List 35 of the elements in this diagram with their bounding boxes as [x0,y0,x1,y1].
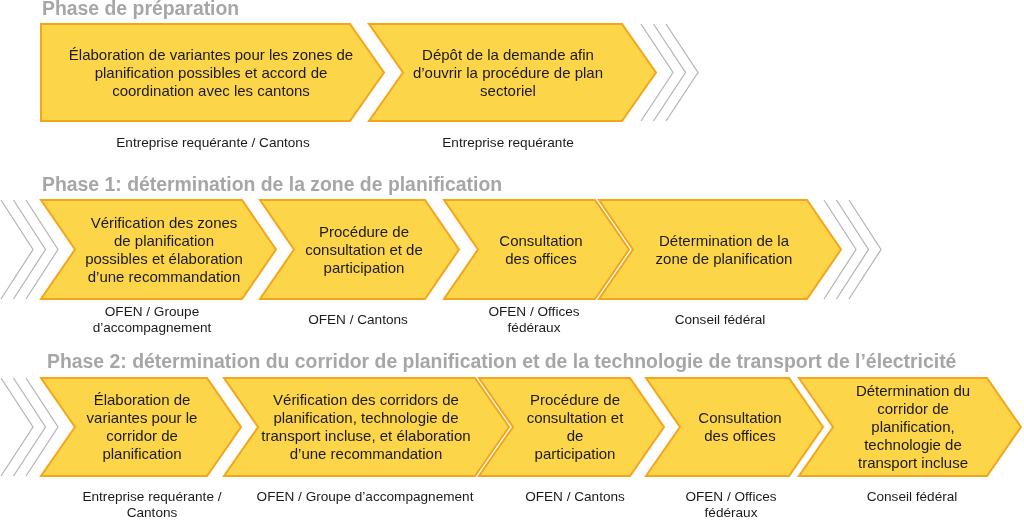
chevron-step [368,23,657,122]
step-text: Élaboration de variantes pour les zones de planification possibles et accord de coordination avec les cantons [67,45,355,100]
chevron-step [478,377,665,477]
actor-label: OFEN / Groupe d’accompagnement [256,489,474,505]
step-text: Consultation des offices [498,231,584,268]
actor-label: OFEN / Offices fédéraux [487,304,581,336]
step-text: Dépôt de la demande afin d’ouvrir la procédure de plan sectoriel [411,45,605,100]
chevron-step [40,23,385,122]
phase-heading: Phase 2: détermination du corridor de planification et de la technologie de transport de l’électricité [47,350,957,372]
step-text: Détermination de la zone de planification [654,231,794,268]
step-text: Procédure de consultation et de participation [525,391,625,463]
chevron-step [259,199,460,300]
chevron-step [223,377,510,477]
chevron-step [798,377,1022,477]
actor-label: Entreprise requérante / Cantons [81,489,223,521]
phase-heading: Phase 1: détermination de la zone de planification [42,173,503,195]
actor-label: Entreprise requérante [442,135,574,151]
step-text: Vérification des corridors de planification, technologie de transport incluse, et élaboration d’une recommandation [260,391,472,463]
actor-label: Conseil fédéral [674,312,766,328]
actor-label: OFEN / Cantons [525,489,625,505]
actor-label: Entreprise requérante / Cantons [116,135,310,151]
actor-label: OFEN / Cantons [308,312,408,328]
step-text: Vérification des zones de planification possibles et élaboration d’une recommandation [84,213,244,286]
actor-label: OFEN / Offices fédéraux [684,489,778,521]
chevron-step [598,199,842,300]
step-text: Détermination du corridor de planification, technologie de transport incluse [854,382,972,472]
actor-label: OFEN / Groupe d’accompagnement [91,304,213,336]
chevron-step [40,199,277,300]
chevron-step [40,377,242,477]
actor-label: Conseil fédéral [866,489,958,505]
step-text: Consultation des offices [697,409,783,445]
chevron-step [443,199,630,300]
step-text: Procédure de consultation et de participation [304,222,424,277]
step-text: Élaboration de variantes pour le corridor de planification [85,391,199,463]
chevron-step [645,377,824,477]
